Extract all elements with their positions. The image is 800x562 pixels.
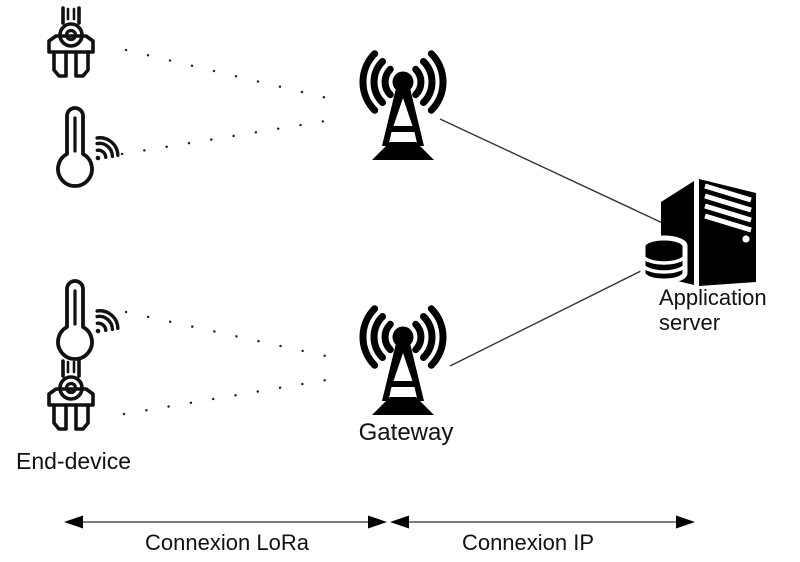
connexion-ip-label: Connexion IP (461, 530, 595, 555)
wireless-thermometer-icon (56, 106, 120, 188)
connexion-lora-label: Connexion LoRa (145, 530, 309, 555)
lora-dotted-links (120, 48, 346, 416)
robot-gripper-icon (47, 6, 95, 78)
antenna-tower-icon (359, 305, 447, 415)
ip-solid-links (439, 118, 670, 367)
application-server-label-line1: Application (659, 285, 767, 310)
lora-span-arrow (64, 515, 387, 529)
database-icon (640, 235, 688, 284)
gateway-label: Gateway (358, 419, 454, 446)
ip-span-arrow (390, 515, 695, 529)
lora-link-4 (122, 375, 346, 416)
application-server-label-line2: server (659, 310, 721, 335)
wireless-thermometer-icon (56, 279, 120, 361)
lora-link-3 (124, 310, 346, 362)
ip-link-2 (449, 266, 650, 367)
application-server-icon (640, 179, 756, 286)
robot-gripper-icon (47, 359, 95, 431)
ip-link-1 (439, 118, 670, 227)
lora-link-2 (120, 116, 346, 156)
end-device-label: End-device (16, 448, 132, 474)
antenna-tower-icon (359, 50, 447, 160)
lora-link-1 (124, 48, 346, 104)
application-server-label: Application server (659, 285, 767, 335)
